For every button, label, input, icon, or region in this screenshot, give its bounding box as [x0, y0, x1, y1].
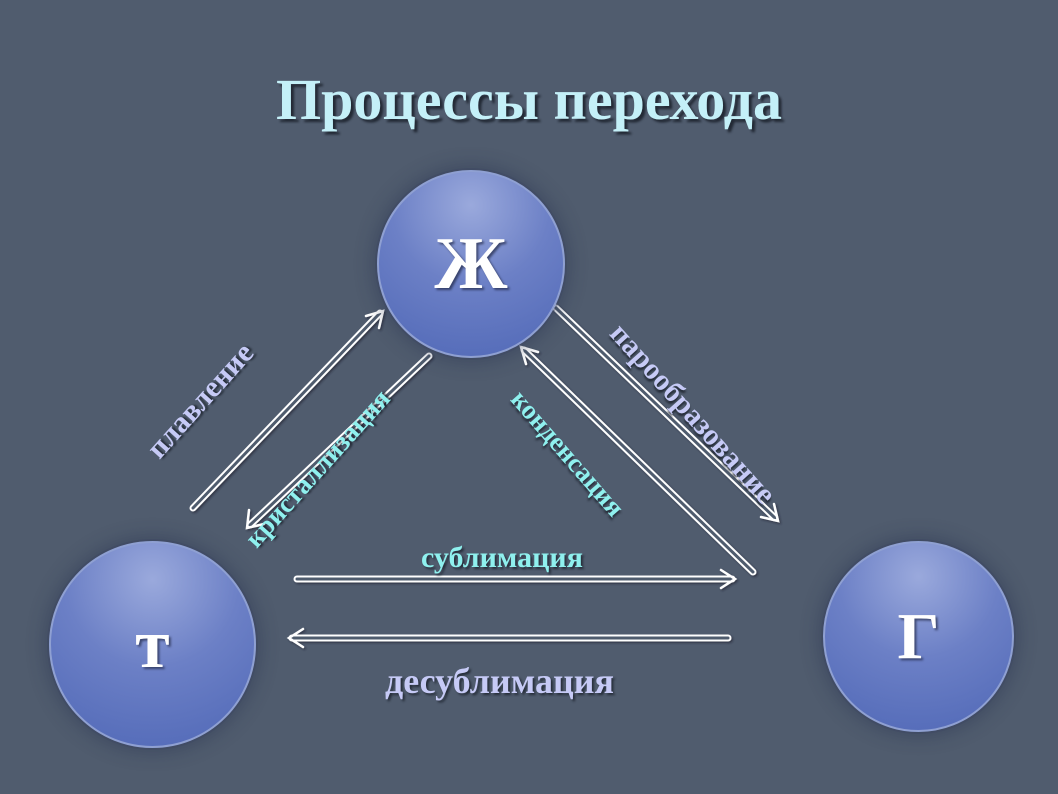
- solid-state-node: т: [49, 541, 256, 748]
- desublimation-label: десублимация: [385, 661, 614, 701]
- arrow-desublimation: [286, 627, 732, 649]
- liquid-state-letter: Ж: [434, 222, 508, 305]
- gas-state-letter: Г: [897, 599, 940, 673]
- liquid-state-node: Ж: [377, 170, 565, 358]
- gas-state-node: Г: [823, 541, 1014, 732]
- arrow-sublimation: [293, 568, 738, 590]
- arrow-melting: [189, 309, 385, 512]
- arrow-vaporization: [552, 304, 780, 523]
- sublimation-label: сублимация: [421, 541, 583, 574]
- page-title: Процессы перехода: [276, 67, 782, 132]
- solid-state-letter: т: [135, 605, 170, 683]
- arrow-condensation: [519, 345, 757, 576]
- arrow-crystallization: [245, 352, 433, 530]
